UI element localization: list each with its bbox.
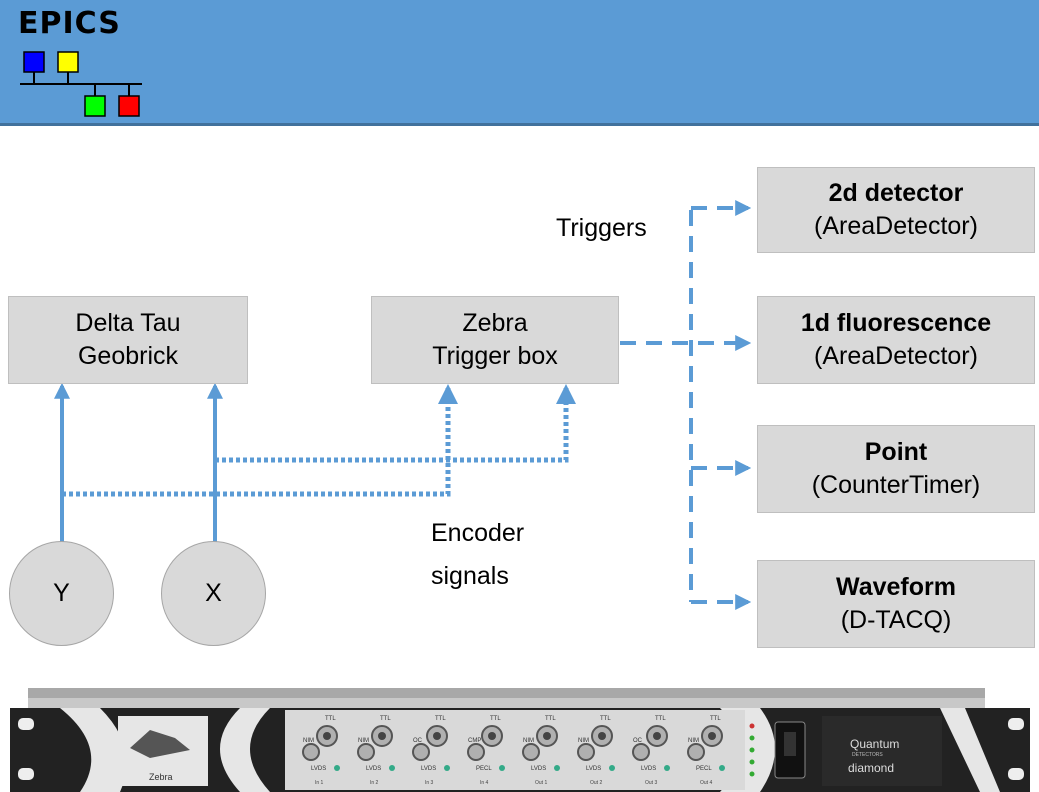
panel-port-label: In 1 (315, 780, 324, 786)
panel-led (609, 765, 615, 771)
panel-led (664, 765, 670, 771)
zebra-line1: Zebra (462, 309, 528, 337)
panel-connector-label-low: PECL (476, 766, 492, 772)
panel-company2: diamond (848, 761, 894, 775)
fluorescence-sub: (AreaDetector) (814, 342, 978, 370)
panel-connector-label-mid: NIM (523, 738, 534, 744)
panel-connector-label-mid: OC (413, 738, 423, 744)
panel-status-led (749, 723, 755, 729)
panel-connector-mid (467, 743, 485, 761)
panel-connector-label-low: LVDS (366, 766, 381, 772)
panel-port-label: Out 2 (590, 780, 602, 786)
panel-connector-mid (632, 743, 650, 761)
fluorescence-box: 1d fluorescence (AreaDetector) (757, 296, 1035, 384)
motor-y: Y (9, 541, 114, 646)
panel-led (719, 765, 725, 771)
panel-port-label: In 2 (370, 780, 379, 786)
panel-status-led (749, 771, 755, 777)
epics-logo-icon (20, 51, 142, 117)
panel-status-led (749, 735, 755, 741)
panel-connector-label-low: LVDS (586, 766, 601, 772)
panel-led (389, 765, 395, 771)
panel-connector-label-low: LVDS (421, 766, 436, 772)
panel-connector-mid (522, 743, 540, 761)
panel-port-label: Out 3 (645, 780, 657, 786)
epics-logo-text: EPICS (18, 6, 121, 41)
encoder-label-2: signals (431, 562, 509, 590)
encoder-signal-y (62, 384, 458, 497)
header-banner: EPICS (0, 0, 1039, 126)
panel-port-label: Out 4 (700, 780, 712, 786)
encoder-signal-x (215, 384, 576, 463)
panel-status-led (749, 759, 755, 765)
detector-2d-box: 2d detector (AreaDetector) (757, 167, 1035, 253)
delta-tau-line2: Geobrick (77, 342, 179, 370)
panel-led (334, 765, 340, 771)
encoder-label-1: Encoder (431, 519, 525, 547)
detector-2d-title: 2d detector (828, 179, 964, 207)
panel-port-label: In 4 (480, 780, 489, 786)
panel-connector-label-mid: NIM (358, 738, 369, 744)
point-title: Point (864, 438, 928, 466)
panel-connector-label-top: TTL (710, 716, 721, 722)
panel-connector-label-top: TTL (600, 716, 611, 722)
panel-connector-mid (302, 743, 320, 761)
panel-connector-label-low: LVDS (311, 766, 326, 772)
panel-connector-label-mid: NIM (303, 738, 314, 744)
panel-company1-sub: DETECTORS (852, 752, 883, 758)
zebra-front-panel-photo: Zebra TTL NIM LVDS In 1 TTL NIM LVDS In 2 TTL OC L… (10, 688, 1030, 792)
triggers-label: Triggers (556, 214, 647, 242)
panel-connector-label-top: TTL (655, 716, 666, 722)
panel-led (554, 765, 560, 771)
panel-connector-label-mid: CMP (468, 738, 481, 744)
point-box: Point (CounterTimer) (757, 425, 1035, 513)
waveform-title: Waveform (836, 573, 956, 601)
detector-2d-sub: (AreaDetector) (814, 212, 978, 240)
panel-connector-label-low: LVDS (641, 766, 656, 772)
delta-tau-line1: Delta Tau (75, 309, 181, 337)
point-sub: (CounterTimer) (811, 471, 981, 499)
motor-x: X (161, 541, 266, 646)
panel-port-label: In 3 (425, 780, 434, 786)
delta-tau-box: Delta Tau Geobrick (8, 296, 248, 384)
panel-connector-label-top: TTL (325, 716, 336, 722)
fluorescence-title: 1d fluorescence (800, 309, 992, 337)
connections-diagram (54, 200, 752, 610)
zebra-box: Zebra Trigger box (371, 296, 619, 384)
panel-connector-mid (357, 743, 375, 761)
panel-brand: Zebra (149, 772, 173, 782)
panel-connector-label-top: TTL (490, 716, 501, 722)
panel-connector-label-low: PECL (696, 766, 712, 772)
panel-company1: Quantum (850, 737, 899, 751)
waveform-sub: (D-TACQ) (840, 606, 952, 634)
panel-connector-label-top: TTL (435, 716, 446, 722)
zebra-line2: Trigger box (432, 342, 558, 370)
panel-connector-label-mid: OC (633, 738, 643, 744)
panel-connector-mid (577, 743, 595, 761)
panel-connector-label-mid: NIM (578, 738, 589, 744)
panel-led (444, 765, 450, 771)
panel-connector-label-top: TTL (545, 716, 556, 722)
motor-y-label: Y (53, 579, 70, 607)
panel-port-label: Out 1 (535, 780, 547, 786)
panel-connector-label-low: LVDS (531, 766, 546, 772)
motor-x-label: X (205, 579, 222, 607)
panel-connector-mid (687, 743, 705, 761)
waveform-box: Waveform (D-TACQ) (757, 560, 1035, 648)
panel-status-led (749, 747, 755, 753)
panel-connector-label-mid: NIM (688, 738, 699, 744)
panel-connector-label-top: TTL (380, 716, 391, 722)
panel-led (499, 765, 505, 771)
panel-connector-mid (412, 743, 430, 761)
